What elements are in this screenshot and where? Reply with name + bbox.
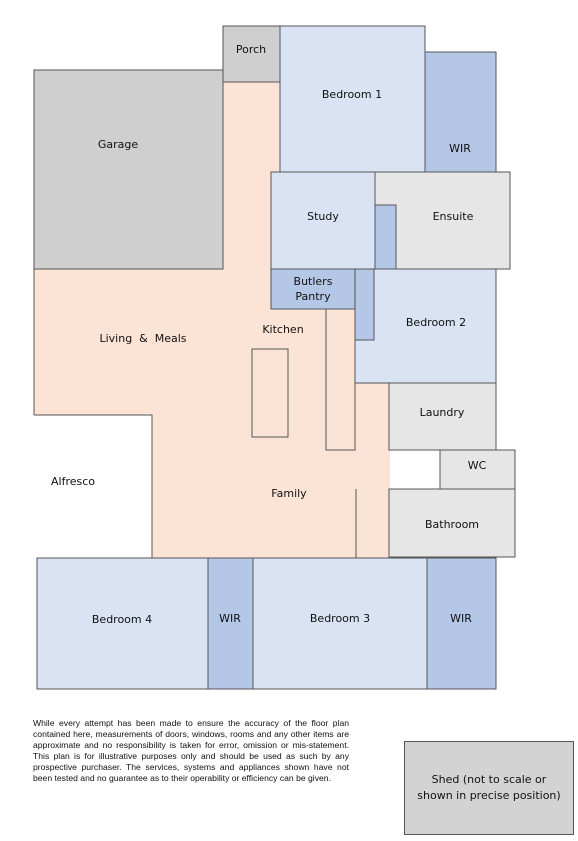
bedroom-2-room (354, 268, 497, 384)
family-label: Family (271, 487, 307, 500)
laundry-room (388, 382, 497, 451)
wir-bedroom-4-label: WIR (219, 612, 241, 625)
alfresco-cutout (34, 415, 152, 560)
ensuite-label: Ensuite (433, 210, 474, 223)
living-meals-label: Living & Meals (99, 332, 186, 345)
porch-room (222, 25, 281, 83)
bedroom-2-robe (354, 268, 375, 341)
shed-label: Shed (not to scale or shown in precise p… (417, 773, 561, 802)
alfresco-label: Alfresco (51, 475, 95, 488)
bedroom-1-label: Bedroom 1 (322, 88, 382, 101)
butlers-label-line-2: Pantry (295, 290, 331, 303)
wir-bedroom-4 (207, 557, 254, 690)
bedroom-1-room (279, 25, 426, 173)
bedroom-4-room (36, 557, 209, 690)
laundry-label: Laundry (420, 406, 465, 419)
study-label: Study (307, 210, 339, 223)
garage-room (33, 69, 224, 270)
butlers-label-line-1: Butlers (294, 275, 333, 288)
disclaimer-text: While every attempt has been made to ens… (33, 718, 349, 783)
study-room (270, 171, 376, 270)
wir-bedroom-1-label: WIR (449, 142, 471, 155)
garage-label: Garage (98, 138, 139, 151)
bedroom-4-label: Bedroom 4 (92, 613, 152, 626)
kitchen-bench (325, 308, 356, 451)
bathroom-room (388, 488, 516, 558)
ensuite-robe (374, 204, 397, 270)
shed-box: Shed (not to scale or shown in precise p… (404, 741, 574, 835)
wc-label: WC (468, 459, 487, 472)
ensuite-room (374, 171, 511, 270)
kitchen-label: Kitchen (262, 323, 303, 336)
wc-room (439, 449, 516, 490)
porch-label: Porch (236, 43, 266, 56)
bedroom-2-label: Bedroom 2 (406, 316, 466, 329)
bedroom-3-label: Bedroom 3 (310, 612, 370, 625)
wir-bedroom-3 (426, 557, 497, 690)
wir-bedroom-1 (424, 51, 497, 173)
kitchen-island (251, 348, 289, 438)
wir-bedroom-3-label: WIR (450, 612, 472, 625)
bathroom-label: Bathroom (425, 518, 479, 531)
butlers-pantry-room (270, 268, 356, 310)
floor-plan: Porch Bedroom 1 WIR Garage Study Ensuite… (33, 25, 516, 690)
